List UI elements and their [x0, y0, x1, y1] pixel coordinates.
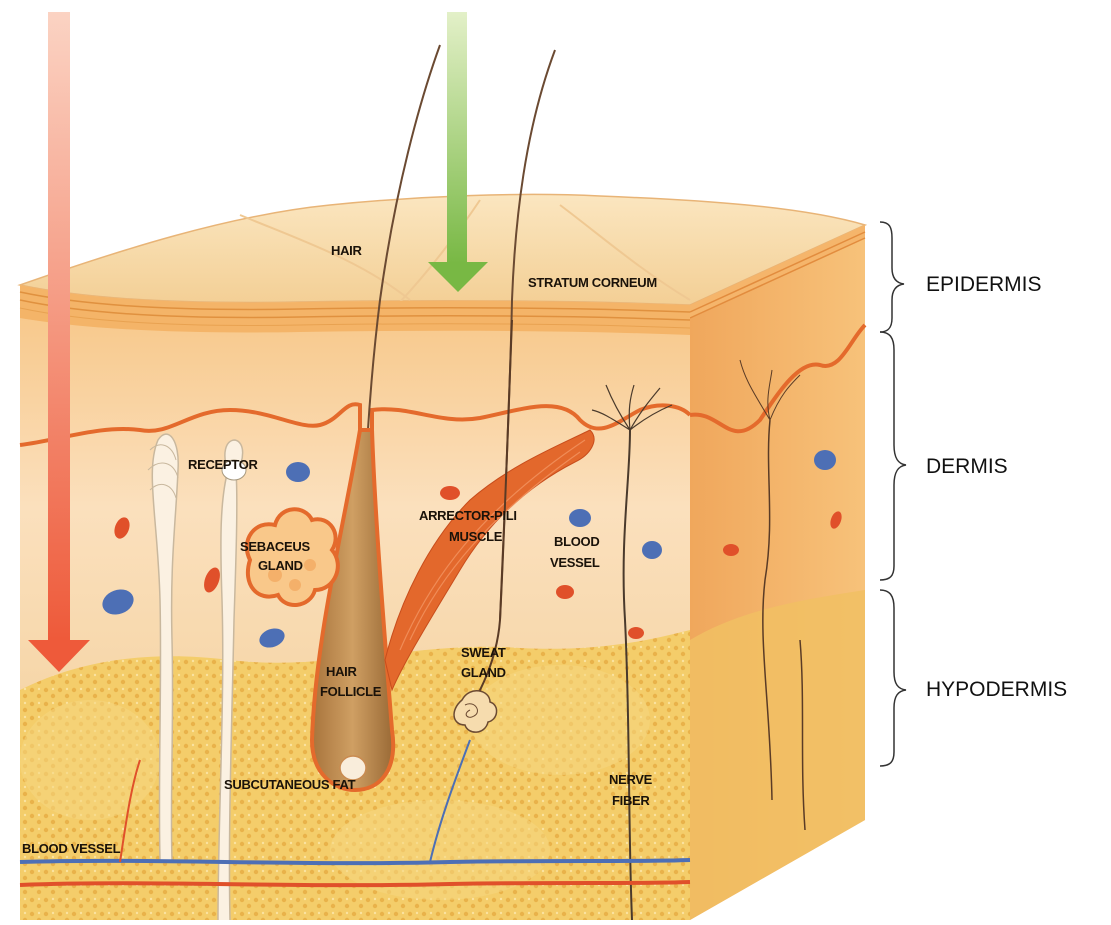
label-dermis: DERMIS	[926, 455, 1008, 478]
side-hypodermis	[690, 590, 865, 920]
brace-epidermis	[880, 222, 904, 332]
label-arrector-pili-2: MUSCLE	[449, 529, 503, 544]
label-blood-vessel-mid-1: BLOOD	[554, 534, 599, 549]
label-blood-vessel-bottom: BLOOD VESSEL	[22, 841, 121, 856]
label-nerve-fiber-2: FIBER	[612, 793, 650, 808]
label-hair-follicle-2: FOLLICLE	[320, 684, 382, 699]
label-subcutaneous-fat: SUBCUTANEOUS FAT	[224, 777, 356, 792]
brace-dermis	[880, 332, 906, 580]
label-hypodermis: HYPODERMIS	[926, 678, 1067, 701]
label-nerve-fiber-1: NERVE	[609, 772, 653, 787]
label-hair: HAIR	[331, 243, 362, 258]
brace-hypodermis	[880, 590, 906, 766]
label-receptor: RECEPTOR	[188, 457, 259, 472]
label-sebaceus-gland-2: GLAND	[258, 558, 303, 573]
label-blood-vessel-mid-2: VESSEL	[550, 555, 600, 570]
label-epidermis: EPIDERMIS	[926, 273, 1042, 296]
label-arrector-pili-1: ARRECTOR-PILI	[419, 508, 517, 523]
label-hair-follicle-1: HAIR	[326, 664, 357, 679]
label-stratum-corneum: STRATUM CORNEUM	[528, 275, 657, 290]
label-sweat-gland-2: GLAND	[461, 665, 506, 680]
label-sweat-gland-1: SWEAT	[461, 645, 506, 660]
label-sebaceus-gland-1: SEBACEUS	[240, 539, 310, 554]
